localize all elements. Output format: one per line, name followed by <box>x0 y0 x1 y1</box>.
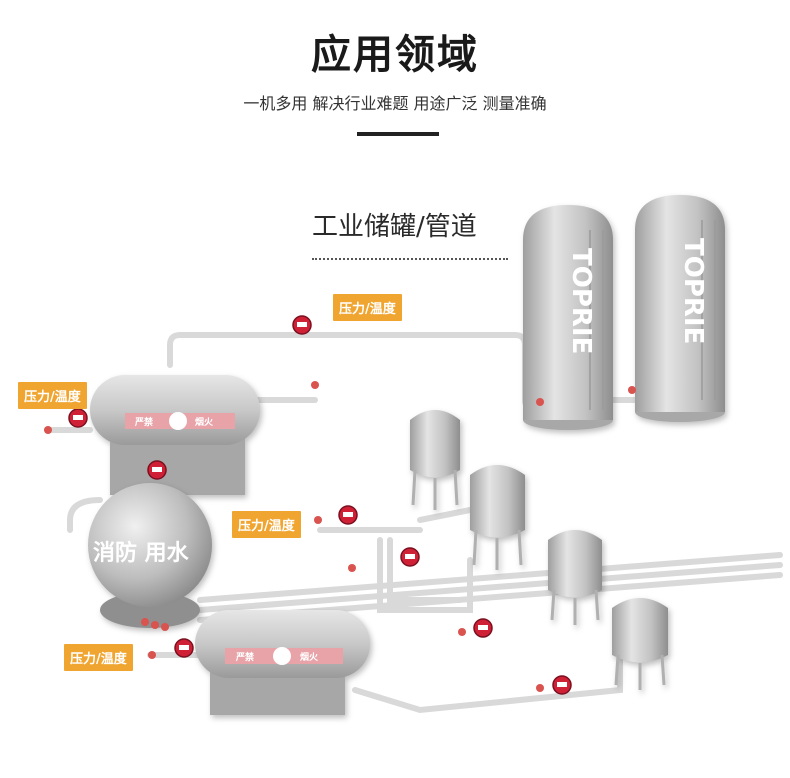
band-1-right: 烟火 <box>195 416 214 428</box>
horizontal-tank-upper: 严禁 烟火 <box>90 375 260 495</box>
page-title: 应用领域 <box>311 32 479 78</box>
valve-markers <box>44 381 636 692</box>
vertical-tank-1: TOPRIE <box>523 205 613 430</box>
sphere-tank: 消防 用水 <box>88 483 212 628</box>
tag-pressure-temp-bottom: 压力/温度 <box>64 644 133 671</box>
horizontal-tank-lower: 严禁 烟火 <box>195 610 370 715</box>
tank-1-brand: TOPRIE <box>566 248 596 354</box>
small-tank-1 <box>410 410 460 510</box>
band-2-left: 严禁 <box>235 651 254 663</box>
small-tank-2 <box>470 465 525 570</box>
small-tank-3 <box>548 530 602 625</box>
band-1-left: 严禁 <box>134 416 153 428</box>
section-divider <box>312 258 508 260</box>
section-label: 工业储罐/管道 <box>312 212 477 242</box>
title-underline <box>357 132 439 136</box>
tag-pressure-temp-middle: 压力/温度 <box>232 511 301 538</box>
band-2-right: 烟火 <box>300 651 319 663</box>
small-tank-4 <box>612 598 668 690</box>
page-subtitle: 一机多用 解决行业难题 用途广泛 测量准确 <box>243 94 547 113</box>
tank-2-brand: TOPRIE <box>678 238 708 344</box>
tank-diagram: TOPRIE TOPRIE <box>44 195 783 715</box>
sphere-label: 消防 用水 <box>93 541 190 566</box>
vertical-tank-2: TOPRIE <box>635 195 725 422</box>
tag-pressure-temp-top: 压力/温度 <box>333 294 402 321</box>
tag-pressure-temp-left: 压力/温度 <box>18 382 87 409</box>
